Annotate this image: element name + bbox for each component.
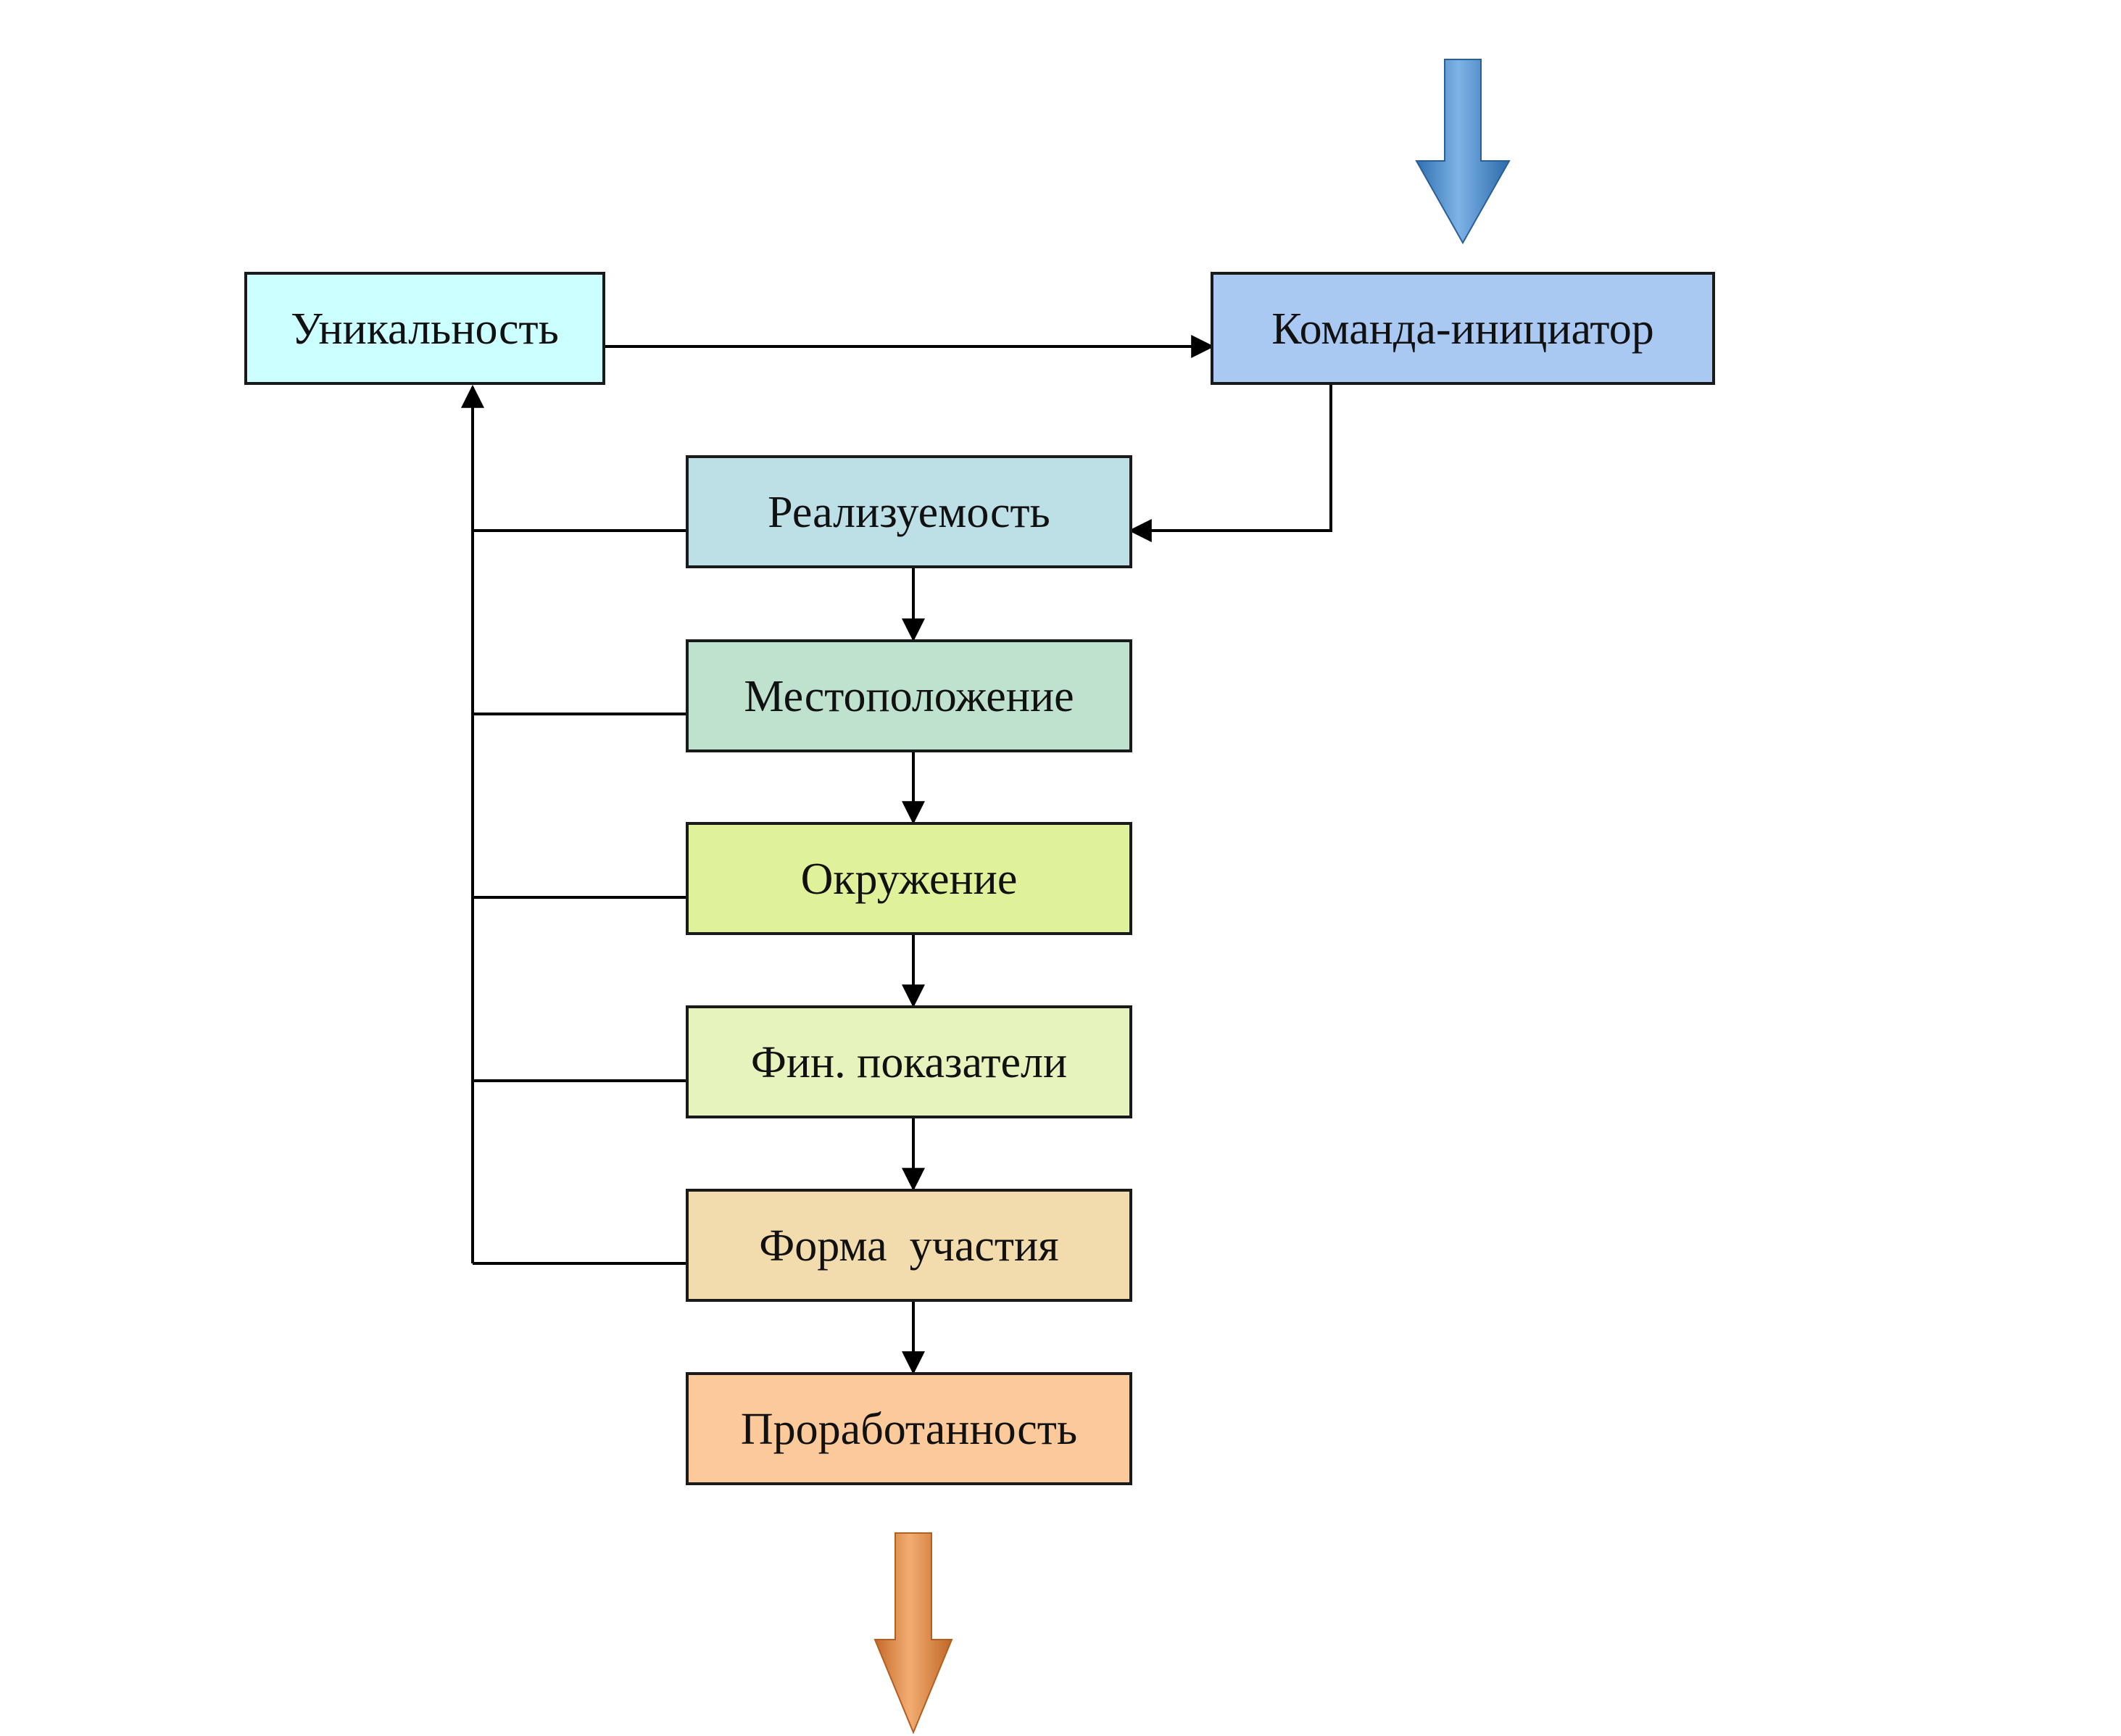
node-elaboration: Проработанность — [686, 1372, 1132, 1485]
node-initiator-team-box — [1211, 272, 1715, 385]
node-fin-indicators-label: Фин. показатели — [751, 1038, 1067, 1087]
node-location-label: Местоположение — [744, 672, 1074, 721]
node-participation-form-label: Форма участия — [759, 1221, 1058, 1271]
node-initiator-team-label: Команда-инициатор — [1271, 304, 1653, 354]
node-uniqueness-box — [244, 272, 605, 385]
connector-team-to-feasibility — [1128, 384, 1332, 542]
node-environment-box — [686, 822, 1132, 935]
down-arrow-icon — [873, 1532, 953, 1735]
node-fin-indicators-box — [686, 1005, 1132, 1118]
node-participation-form-box — [686, 1189, 1132, 1302]
node-environment: Окружение — [686, 822, 1132, 935]
output-arrow — [873, 1532, 953, 1735]
node-feasibility-label: Реализуемость — [768, 488, 1050, 537]
node-uniqueness: Уникальность — [244, 272, 605, 385]
down-arrow-icon — [1415, 59, 1511, 245]
node-elaboration-label: Проработанность — [741, 1405, 1077, 1454]
node-location-box — [686, 639, 1132, 752]
node-environment-label: Окружение — [801, 855, 1018, 904]
node-elaboration-box — [686, 1372, 1132, 1485]
node-participation-form: Форма участия — [686, 1189, 1132, 1302]
node-fin-indicators: Фин. показатели — [686, 1005, 1132, 1118]
node-feasibility-box — [686, 455, 1132, 568]
node-uniqueness-label: Уникальность — [291, 304, 559, 354]
node-feasibility: Реализуемость — [686, 455, 1132, 568]
input-arrow — [1415, 59, 1511, 245]
node-initiator-team: Команда-инициатор — [1211, 272, 1715, 385]
connectors — [461, 335, 1332, 1375]
node-location: Местоположение — [686, 639, 1132, 752]
